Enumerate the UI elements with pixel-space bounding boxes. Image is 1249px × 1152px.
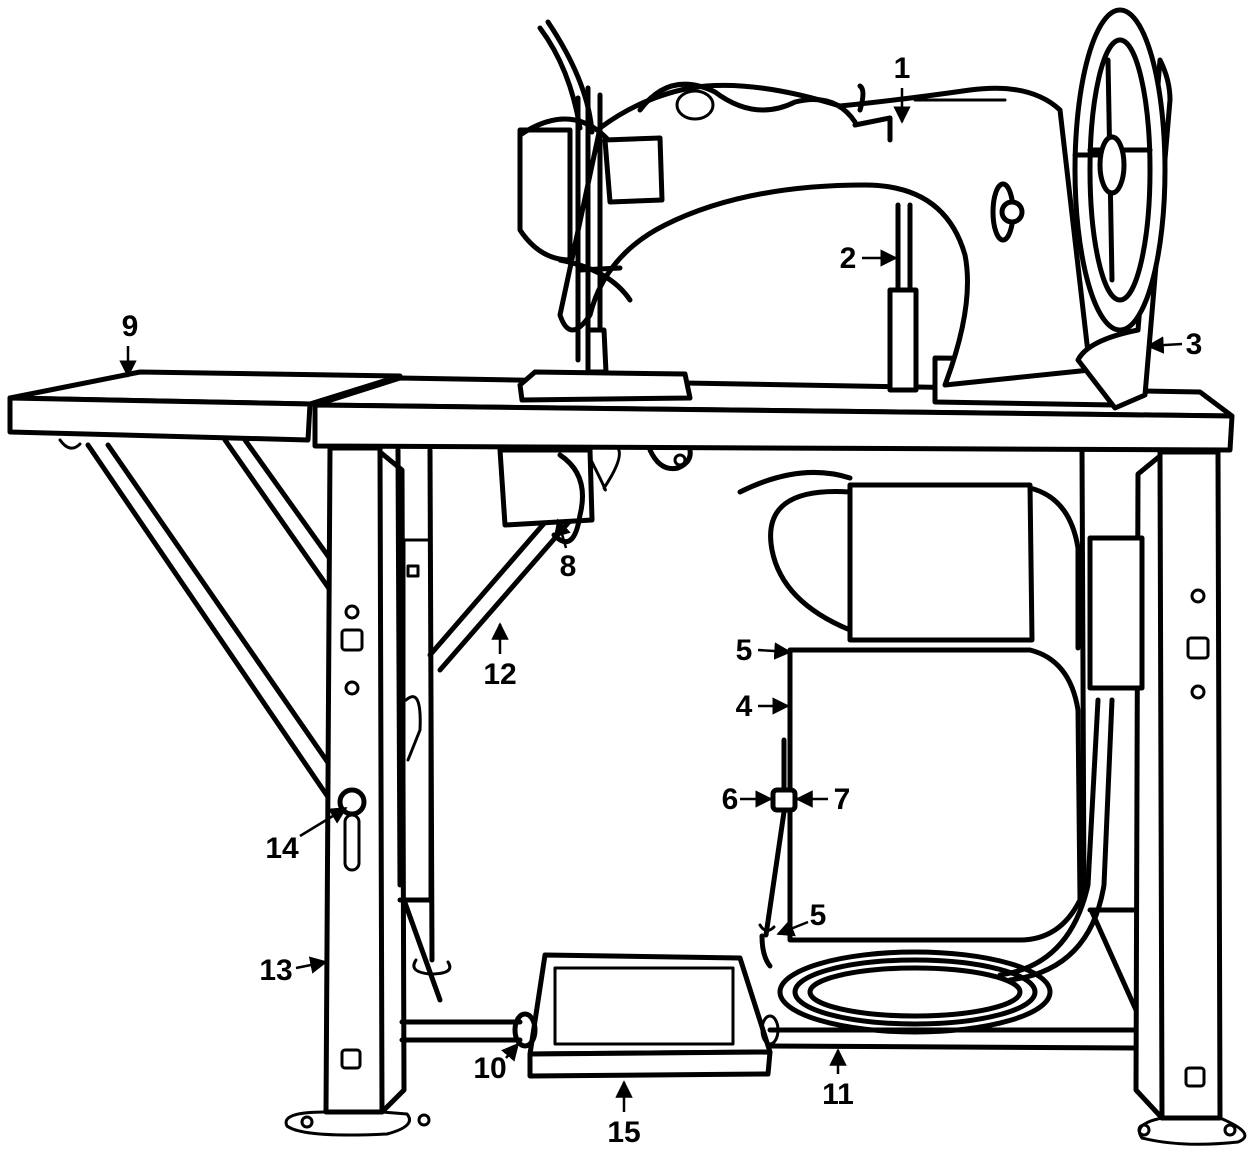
callout-label: 3 xyxy=(1186,328,1203,361)
callout-label: 15 xyxy=(607,1116,640,1149)
callout-11: 11 xyxy=(822,1048,854,1111)
callout-2: 2 xyxy=(840,242,898,275)
callout-label: 12 xyxy=(483,658,516,691)
callout-8: 8 xyxy=(553,518,577,583)
callout-label: 5 xyxy=(810,899,827,932)
callout-5-lower: 5 xyxy=(776,899,827,937)
callout-6: 6 xyxy=(722,783,773,816)
callout-label: 14 xyxy=(265,832,299,865)
callout-label: 6 xyxy=(722,783,739,816)
callout-label: 10 xyxy=(473,1052,506,1085)
cable-coil xyxy=(777,697,1115,1035)
callout-13: 13 xyxy=(259,954,328,987)
callout-10: 10 xyxy=(473,1042,520,1085)
under-table-parts xyxy=(497,446,693,545)
callout-9: 9 xyxy=(119,310,139,378)
callout-label: 7 xyxy=(834,783,851,816)
callout-7: 7 xyxy=(795,783,851,816)
pitman-rod xyxy=(758,737,798,938)
motor xyxy=(737,469,1145,943)
callout-3: 3 xyxy=(1146,328,1203,361)
callouts: 1 2 3 4 5 5 6 xyxy=(119,52,1203,1149)
treadle-pedal xyxy=(512,933,780,1079)
callout-4: 4 xyxy=(736,690,790,723)
stand-frame xyxy=(284,445,1247,1146)
callout-14: 14 xyxy=(265,806,348,865)
callout-label: 5 xyxy=(736,634,753,667)
callout-label: 1 xyxy=(894,52,911,85)
callout-label: 9 xyxy=(122,310,139,343)
callout-label: 13 xyxy=(259,954,292,987)
callout-label: 11 xyxy=(822,1078,854,1111)
callout-label: 4 xyxy=(736,690,753,723)
callout-12: 12 xyxy=(483,622,517,691)
callout-label: 8 xyxy=(560,550,577,583)
sewing-head xyxy=(517,7,1173,411)
callout-label: 2 xyxy=(840,242,857,275)
callout-5-upper: 5 xyxy=(736,634,792,667)
callout-15: 15 xyxy=(607,1080,641,1149)
callout-1: 1 xyxy=(893,52,911,124)
